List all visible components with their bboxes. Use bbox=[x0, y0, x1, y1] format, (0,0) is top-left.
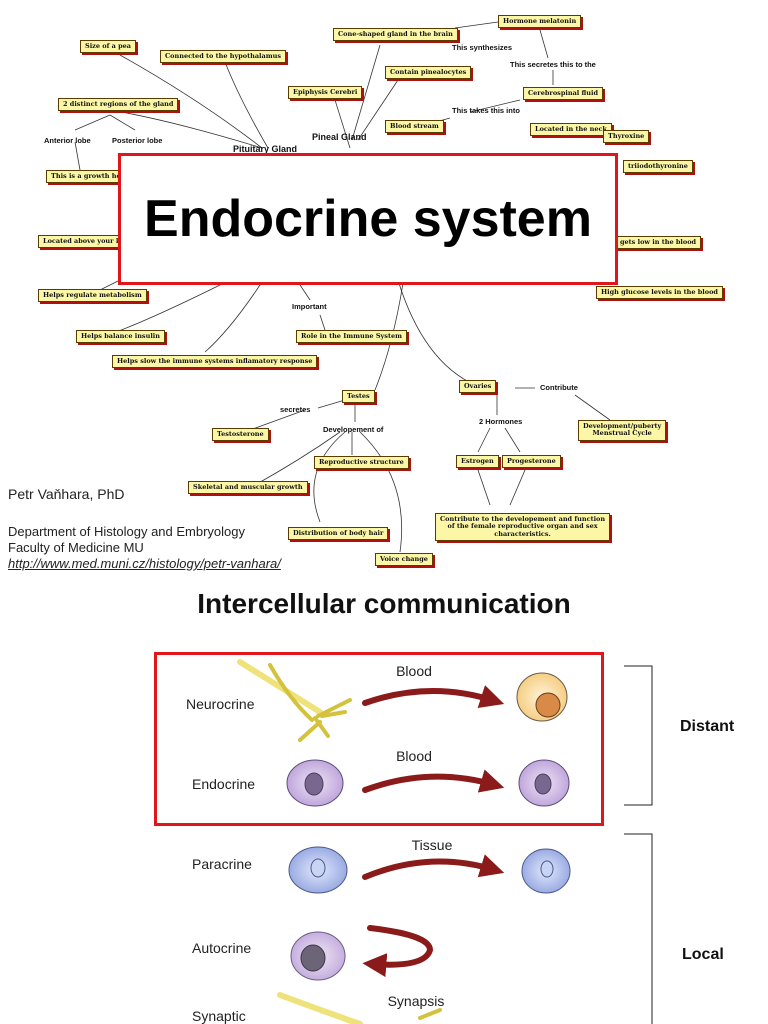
department: Department of Histology and Embryology bbox=[8, 524, 246, 539]
faculty: Faculty of Medicine MU bbox=[8, 540, 144, 555]
node-balance-insulin: Helps balance insulin bbox=[76, 330, 165, 344]
node-dev-puberty: Development/puberty Menstrual Cycle bbox=[578, 420, 667, 441]
node-testosterone: Testosterone bbox=[212, 428, 269, 442]
label-secretes-to: This secretes this to the bbox=[510, 60, 596, 69]
neuron-icon bbox=[237, 659, 352, 742]
node-thyroxine: Thyroxine bbox=[603, 130, 650, 144]
arrow-endocrine bbox=[362, 769, 505, 793]
node-progesterone: Progesterone bbox=[502, 455, 561, 469]
node-triiodothyronine: triiodothyronine bbox=[623, 160, 693, 174]
node-voice: Voice change bbox=[375, 553, 433, 567]
node-size-of-pea: Size of a pea bbox=[80, 40, 137, 54]
node-testes: Testes bbox=[342, 390, 375, 404]
label-posterior: Posterior lobe bbox=[112, 136, 163, 145]
row-label-neurocrine: Neurocrine bbox=[186, 696, 255, 712]
cell-icon-endocrine-target bbox=[518, 759, 570, 807]
label-pituitary: Pituitary Gland bbox=[233, 144, 298, 154]
node-immune-role: Role in the Immune System bbox=[296, 330, 407, 344]
author-url-link[interactable]: http://www.med.muni.cz/histology/petr-va… bbox=[8, 556, 281, 571]
node-reproductive: Reproductive structure bbox=[314, 456, 409, 470]
distant-highlight-box bbox=[154, 652, 604, 826]
section-heading: Intercellular communication bbox=[197, 588, 571, 619]
label-local: Local bbox=[682, 946, 724, 963]
node-connected-hypothalamus: Connected to the hypothalamus bbox=[160, 50, 286, 64]
node-epiphysis: Epiphysis Cerebri bbox=[288, 86, 363, 100]
node-above-kidney: Located above your kidn bbox=[38, 235, 138, 249]
row-label-autocrine: Autocrine bbox=[192, 940, 252, 956]
node-slow-immune: Helps slow the immune systems inflamator… bbox=[112, 355, 318, 369]
node-high-glucose: High glucose levels in the blood bbox=[596, 286, 723, 300]
node-pinealocytes: Contain pinealocytes bbox=[385, 66, 472, 80]
node-hormone-melatonin: Hormone melatonin bbox=[498, 15, 582, 29]
label-two-hormones: 2 Hormones bbox=[479, 417, 523, 426]
row-label-paracrine: Paracrine bbox=[192, 856, 252, 872]
arrow-paracrine bbox=[362, 854, 505, 880]
node-estrogen: Estrogen bbox=[456, 455, 499, 469]
node-regulate-metabolism: Helps regulate metabolism bbox=[38, 289, 147, 303]
row-label-endocrine: Endocrine bbox=[192, 776, 256, 792]
bracket-distant bbox=[624, 665, 653, 806]
node-contribute-long: Contribute to the developement and funct… bbox=[435, 513, 611, 542]
label-pineal: Pineal Gland bbox=[312, 132, 367, 142]
label-anterior: Anterior lobe bbox=[44, 136, 91, 145]
arrow-autocrine bbox=[362, 925, 434, 978]
label-synthesizes: This synthesizes bbox=[452, 43, 513, 52]
neuron-terminal-icon bbox=[277, 992, 442, 1024]
node-body-hair: Distribution of body hair bbox=[288, 527, 389, 541]
node-cone-shaped: Cone-shaped gland in the brain bbox=[333, 28, 458, 42]
medium-label-synaptic: Synapsis bbox=[387, 993, 445, 1009]
medium-label-endocrine: Blood bbox=[396, 748, 432, 764]
cell-icon-neurocrine-target bbox=[516, 672, 568, 722]
label-important: Important bbox=[292, 302, 327, 311]
label-contribute: Contribute bbox=[540, 383, 578, 392]
medium-label-paracrine: Tissue bbox=[411, 837, 453, 853]
row-label-synaptic: Synaptic bbox=[192, 1008, 246, 1024]
author-name: Petr Vaňhara, PhD bbox=[8, 486, 125, 502]
page-title: Endocrine system bbox=[144, 190, 592, 248]
arrow-neurocrine bbox=[362, 685, 505, 708]
node-two-regions: 2 distinct regions of the gland bbox=[58, 98, 179, 112]
node-blood-stream: Blood stream bbox=[385, 120, 444, 134]
title-box: Endocrine system bbox=[118, 153, 618, 285]
bracket-local bbox=[624, 833, 653, 1024]
cell-icon-paracrine-target bbox=[521, 848, 571, 894]
node-ovaries: Ovaries bbox=[459, 380, 497, 394]
label-takes-into: This takes this into bbox=[452, 106, 520, 115]
node-csf: Cerebrospinal fluid bbox=[523, 87, 603, 101]
label-developement-of: Developement of bbox=[323, 425, 384, 434]
label-secretes: secretes bbox=[280, 405, 311, 414]
cell-icon-endocrine-source bbox=[286, 759, 344, 807]
node-skeletal: Skeletal and muscular growth bbox=[188, 481, 308, 495]
node-located-neck: Located in the neck bbox=[530, 123, 612, 137]
cell-icon-autocrine bbox=[290, 931, 346, 981]
label-distant: Distant bbox=[680, 718, 735, 735]
cell-icon-paracrine-source bbox=[288, 846, 348, 894]
concept-map: Size of a pea Connected to the hypothala… bbox=[38, 15, 723, 567]
medium-label-neurocrine: Blood bbox=[396, 663, 432, 679]
